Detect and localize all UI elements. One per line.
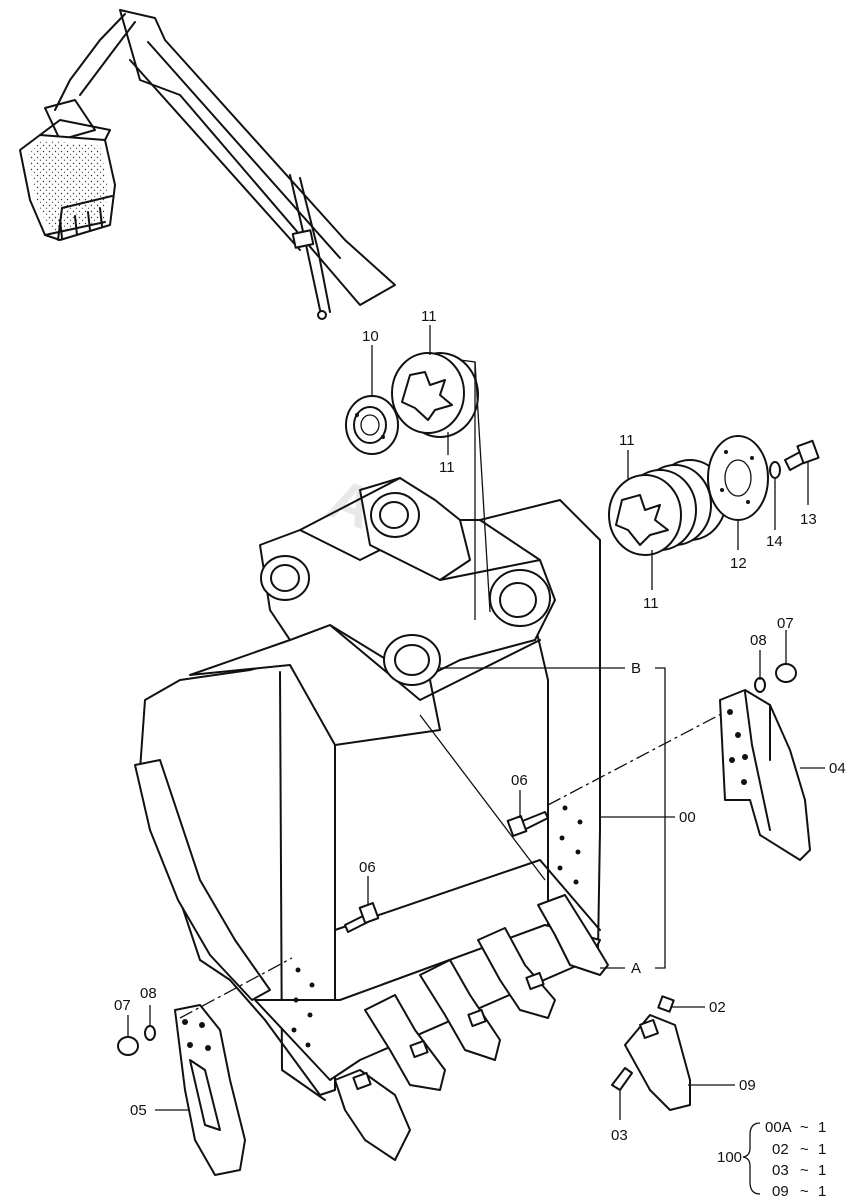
assembly-id: 100	[717, 1149, 742, 1166]
callout-08-right: 08	[750, 632, 767, 649]
callout-B: B	[631, 660, 641, 677]
callout-11-b: 11	[439, 459, 455, 476]
tooth-point-09	[624, 1014, 691, 1111]
assembly-row: 09 ~ 1	[772, 1183, 826, 1200]
callout-13: 13	[800, 511, 817, 528]
side-cutter-04	[719, 689, 811, 861]
assembly-list: 100 00A ~ 1 02 ~ 1 03 ~ 1 09 ~ 1	[717, 1119, 826, 1200]
washer-08-right	[754, 677, 766, 693]
excavator-arm-inset	[19, 9, 396, 320]
assembly-part: 00A	[765, 1119, 792, 1136]
assembly-part: 09	[772, 1183, 789, 1200]
assembly-qty: 1	[818, 1141, 826, 1158]
bushing-ring-10	[345, 395, 399, 455]
center-lines	[179, 711, 726, 1019]
callout-03: 03	[611, 1127, 628, 1144]
callout-11-a: 11	[421, 308, 437, 325]
assembly-sep: ~	[800, 1162, 809, 1179]
assembly-row: 02 ~ 1	[772, 1141, 826, 1158]
callout-11-c: 11	[619, 432, 635, 449]
callout-02: 02	[709, 999, 726, 1016]
callout-labels: 10 11 11 11 11 12 14 13 08 07 04 06 00 0…	[114, 308, 846, 1144]
assembly-sep: ~	[800, 1183, 809, 1200]
callout-10: 10	[362, 328, 379, 345]
bolt-06-lower	[344, 902, 380, 933]
callout-14: 14	[766, 533, 783, 550]
bolt-06-upper	[506, 811, 549, 837]
callout-00: 00	[679, 809, 696, 826]
assembly-qty: 1	[818, 1119, 826, 1136]
assembly-qty: 1	[818, 1162, 826, 1179]
callout-07-right: 07	[777, 615, 794, 632]
shim-pack-11-upper	[391, 352, 479, 438]
callout-07-left: 07	[114, 997, 131, 1014]
callout-A: A	[631, 960, 641, 977]
assembly-qty: 1	[818, 1183, 826, 1200]
tooth-pin-03	[611, 1067, 633, 1091]
callout-05: 05	[130, 1102, 147, 1119]
callout-11-d: 11	[643, 595, 659, 612]
assembly-sep: ~	[800, 1119, 809, 1136]
callout-06-upper: 06	[511, 772, 528, 789]
shim-pack-11-lower	[608, 459, 727, 556]
leader-lines	[127, 325, 825, 1120]
assembly-part: 03	[772, 1162, 789, 1179]
bolt-holes	[291, 805, 583, 1048]
boom-bracket	[259, 477, 556, 686]
lock-02	[657, 995, 675, 1013]
callout-12: 12	[730, 555, 747, 572]
assembly-row: 00A ~ 1	[765, 1119, 826, 1136]
washer-08-left	[144, 1025, 156, 1041]
side-cutter-05	[174, 1004, 246, 1176]
callout-08-left: 08	[140, 985, 157, 1002]
assembly-sep: ~	[800, 1141, 809, 1158]
callout-04: 04	[829, 760, 846, 777]
callout-06-lower: 06	[359, 859, 376, 876]
nut-07-right	[775, 663, 797, 683]
bucket-teeth	[334, 894, 609, 1161]
assembly-part: 02	[772, 1141, 789, 1158]
bolt-13	[784, 439, 820, 471]
washer-14	[769, 461, 781, 479]
callout-09: 09	[739, 1077, 756, 1094]
nut-07-left	[117, 1036, 139, 1056]
bushing-plate-12	[707, 435, 769, 521]
assembly-row: 03 ~ 1	[772, 1162, 826, 1179]
